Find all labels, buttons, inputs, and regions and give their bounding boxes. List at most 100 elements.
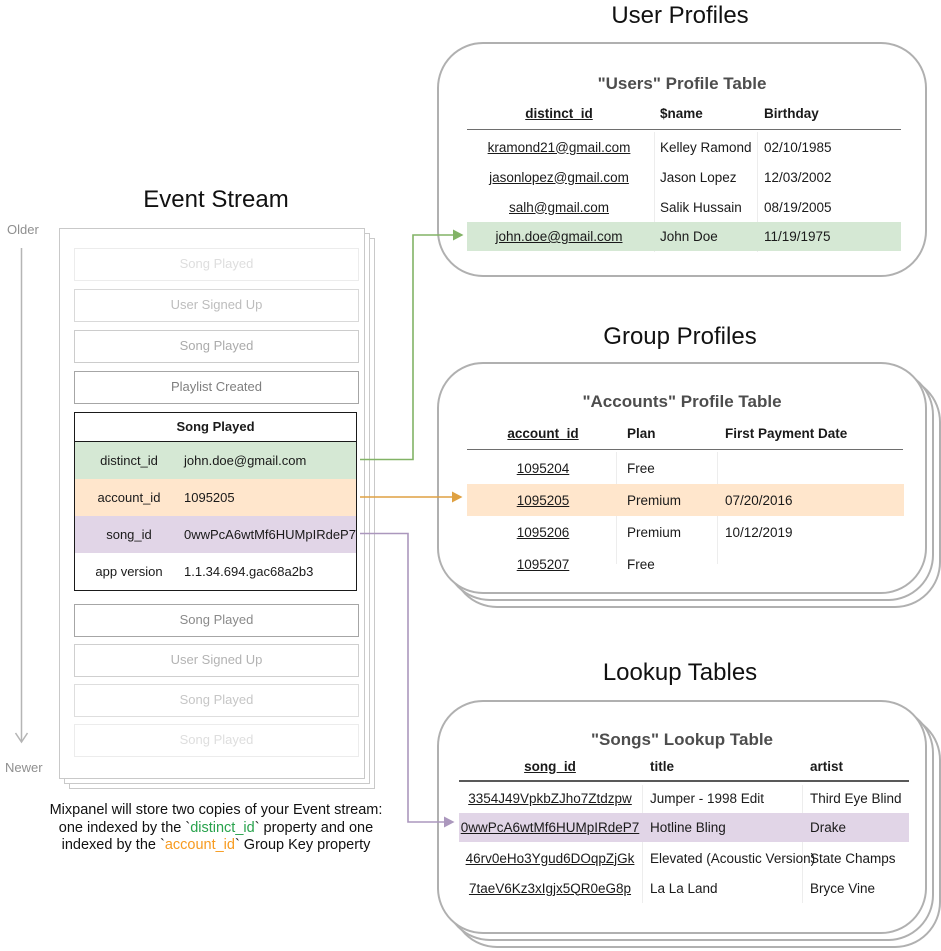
users-profile-table-box: "Users" Profile Table distinct_id $name … bbox=[437, 42, 927, 277]
cell-plan: Premium bbox=[627, 492, 682, 508]
cell-song-id: 0wwPcA6wtMf6HUMpIRdeP7 bbox=[460, 820, 640, 835]
caption-line-2: one indexed by the `distinct_id` propert… bbox=[36, 820, 396, 838]
cell-account-id: 1095204 bbox=[516, 460, 570, 476]
property-value: 0wwPcA6wtMf6HUMpIRdeP7 bbox=[184, 527, 356, 542]
cell-distinct-id: john.doe@gmail.com bbox=[495, 229, 623, 244]
event-box-faded: Song Played bbox=[74, 330, 359, 363]
cell-artist: Third Eye Blind bbox=[810, 790, 902, 806]
property-key: app version bbox=[95, 564, 163, 579]
accounts-profile-table-box: "Accounts" Profile Table account_id Plan… bbox=[437, 362, 927, 594]
cell-first-payment-date: 07/20/2016 bbox=[725, 492, 793, 508]
property-key: song_id bbox=[106, 527, 152, 542]
older-label: Older bbox=[7, 222, 39, 237]
event-box-faded: Song Played bbox=[74, 724, 359, 757]
column-header: Plan bbox=[627, 425, 656, 441]
header-separator bbox=[467, 449, 903, 450]
expanded-event-card: Song Played distinct_id john.doe@gmail.c… bbox=[74, 412, 357, 591]
caption-line-3: indexed by the `account_id` Group Key pr… bbox=[36, 837, 396, 855]
timeline-arrow bbox=[14, 248, 29, 744]
column-header: distinct_id bbox=[525, 105, 593, 121]
cell-birthday: 02/10/1985 bbox=[764, 139, 832, 155]
table-row: salh@gmail.com Salik Hussain 08/19/2005 bbox=[467, 192, 901, 222]
column-header: $name bbox=[660, 105, 703, 121]
caption-account-id-token: account_id bbox=[164, 837, 235, 853]
accounts-table-title: "Accounts" Profile Table bbox=[582, 392, 782, 411]
cell-plan: Free bbox=[627, 556, 655, 572]
caption-text: indexed by the ` bbox=[61, 837, 165, 853]
cell-distinct-id: salh@gmail.com bbox=[509, 199, 609, 215]
cell-title: Jumper - 1998 Edit bbox=[650, 790, 765, 806]
event-property-row-account-id: account_id 1095205 bbox=[75, 479, 356, 516]
property-value: 1095205 bbox=[184, 490, 235, 505]
property-value: 1.1.34.694.gac68a2b3 bbox=[184, 564, 314, 579]
cell-account-id: 1095205 bbox=[516, 492, 570, 508]
table-row: jasonlopez@gmail.com Jason Lopez 12/03/2… bbox=[467, 162, 901, 192]
users-table-title: "Users" Profile Table bbox=[597, 74, 767, 93]
table-row: 1095204 Free bbox=[467, 452, 904, 484]
cell-title: Elevated (Acoustic Version) bbox=[650, 850, 816, 866]
event-property-row-distinct-id: distinct_id john.doe@gmail.com bbox=[75, 442, 356, 479]
property-value: john.doe@gmail.com bbox=[184, 453, 307, 468]
property-key: account_id bbox=[97, 490, 161, 505]
header-separator bbox=[467, 129, 901, 130]
cell-plan: Premium bbox=[627, 524, 682, 540]
event-box-faded: User Signed Up bbox=[74, 644, 359, 677]
column-header: song_id bbox=[524, 758, 576, 774]
column-header: Birthday bbox=[764, 105, 819, 121]
event-box-faded: Song Played bbox=[74, 684, 359, 717]
table-row-highlighted: 0wwPcA6wtMf6HUMpIRdeP7 Hotline Bling Dra… bbox=[459, 813, 909, 842]
caption-text: one indexed by the ` bbox=[58, 819, 191, 836]
cell-artist: Drake bbox=[810, 820, 847, 835]
cell-birthday: 11/19/1975 bbox=[764, 229, 831, 244]
column-header: account_id bbox=[507, 425, 579, 441]
cell-plan: Free bbox=[627, 460, 655, 476]
cell-artist: Bryce Vine bbox=[810, 880, 876, 896]
column-divider bbox=[757, 132, 758, 252]
cell-title: Hotline Bling bbox=[650, 820, 726, 835]
column-header: title bbox=[650, 758, 675, 774]
event-stream-container: Song Played User Signed Up Song Played P… bbox=[59, 228, 365, 779]
cell-account-id: 1095206 bbox=[516, 524, 570, 540]
table-row: 3354J49VpkbZJho7Ztdzpw Jumper - 1998 Edi… bbox=[459, 783, 909, 813]
expanded-event-title: Song Played bbox=[75, 413, 356, 442]
user-profiles-title: User Profiles bbox=[611, 2, 749, 29]
cell-name: Kelley Ramond bbox=[660, 139, 752, 155]
event-stream-title: Event Stream bbox=[143, 186, 289, 213]
table-row: 7taeV6Kz3xIgjx5QR0eG8p La La Land Bryce … bbox=[459, 873, 909, 903]
event-box-faded: Playlist Created bbox=[74, 371, 359, 404]
cell-account-id: 1095207 bbox=[516, 556, 570, 572]
cell-first-payment-date: 10/12/2019 bbox=[725, 524, 793, 540]
table-row: 1095207 Free bbox=[467, 548, 904, 580]
cell-birthday: 08/19/2005 bbox=[764, 199, 832, 215]
songs-table-header-row: song_id title artist bbox=[459, 755, 909, 777]
column-divider bbox=[642, 785, 643, 903]
songs-table-title: "Songs" Lookup Table bbox=[590, 730, 774, 749]
event-box-faded: Song Played bbox=[74, 248, 359, 281]
header-separator bbox=[459, 780, 909, 782]
cell-name: John Doe bbox=[660, 229, 718, 244]
cell-artist: State Champs bbox=[810, 850, 896, 866]
caption-line-1: Mixpanel will store two copies of your E… bbox=[36, 802, 396, 820]
cell-song-id: 3354J49VpkbZJho7Ztdzpw bbox=[468, 790, 632, 806]
accounts-table-header-row: account_id Plan First Payment Date bbox=[467, 422, 904, 444]
cell-distinct-id: jasonlopez@gmail.com bbox=[489, 169, 629, 185]
cell-name: Jason Lopez bbox=[660, 169, 737, 185]
table-row: 46rv0eHo3Ygud6DOqpZjGk Elevated (Acousti… bbox=[459, 843, 909, 873]
column-header: artist bbox=[810, 758, 844, 774]
songs-lookup-table-box: "Songs" Lookup Table song_id title artis… bbox=[437, 700, 927, 934]
table-row: kramond21@gmail.com Kelley Ramond 02/10/… bbox=[467, 132, 901, 162]
property-key: distinct_id bbox=[100, 453, 158, 468]
caption-distinct-id-token: distinct_id bbox=[190, 819, 255, 836]
caption: Mixpanel will store two copies of your E… bbox=[36, 802, 396, 855]
event-property-row-song-id: song_id 0wwPcA6wtMf6HUMpIRdeP7 bbox=[75, 516, 356, 553]
caption-text: Mixpanel will store two copies of your E… bbox=[49, 802, 383, 818]
cell-title: La La Land bbox=[650, 880, 718, 896]
event-box-faded: Song Played bbox=[74, 604, 359, 637]
caption-text: ` property and one bbox=[254, 819, 374, 836]
event-box-faded: User Signed Up bbox=[74, 289, 359, 322]
cell-song-id: 46rv0eHo3Ygud6DOqpZjGk bbox=[465, 850, 635, 866]
cell-birthday: 12/03/2002 bbox=[764, 169, 832, 185]
newer-label: Newer bbox=[5, 760, 43, 775]
table-row: 1095206 Premium 10/12/2019 bbox=[467, 516, 904, 548]
